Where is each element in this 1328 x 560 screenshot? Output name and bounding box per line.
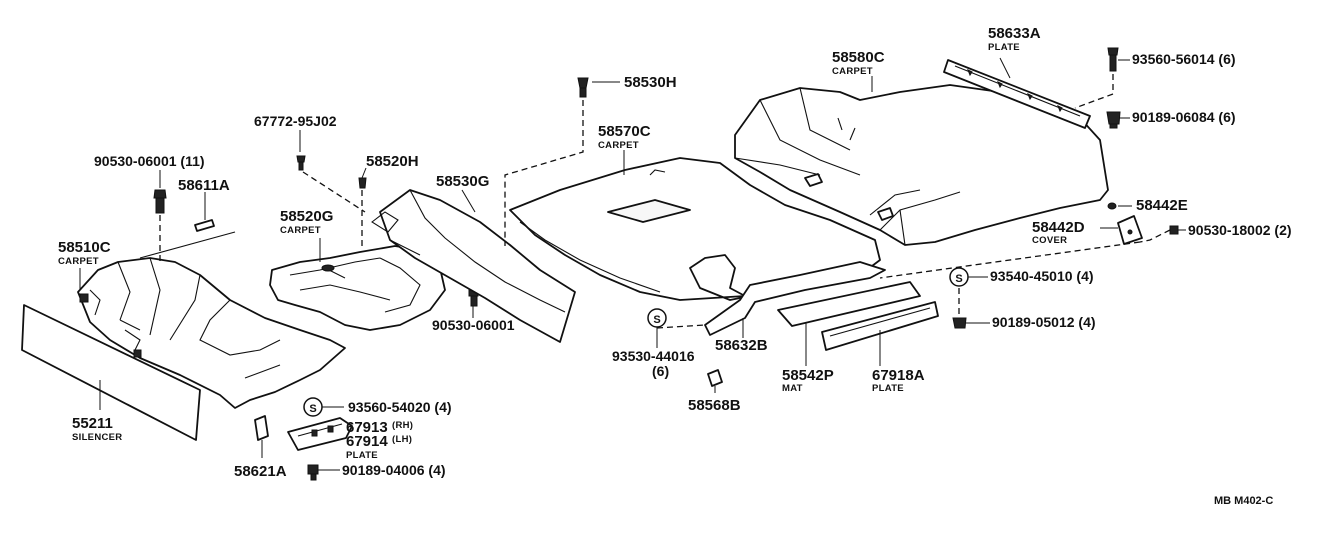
s-mark-93530-44016: S <box>647 308 667 348</box>
bar-58632B <box>656 261 886 338</box>
label-58530H: 58530H <box>624 74 677 91</box>
qty-93530-44016: (6) <box>652 363 669 379</box>
s-mark-93540-45010: S <box>949 267 969 316</box>
svg-text:S: S <box>955 273 962 285</box>
plate-67918A <box>821 301 939 366</box>
label-67918A: 67918A <box>872 367 925 384</box>
middle-carpet-58570C <box>509 157 881 301</box>
clip-90530-18002 <box>1169 225 1179 235</box>
sub-58580C: CARPET <box>832 66 873 77</box>
nut-90189-05012 <box>952 317 967 329</box>
sub-58520G: CARPET <box>280 225 321 236</box>
label-67914: 67914 <box>346 433 388 450</box>
label-58520H: 58520H <box>366 153 419 170</box>
bolt-90189-04006 <box>307 464 319 481</box>
label-58611A: 58611A <box>178 177 230 194</box>
tunnel-carpet-58530G <box>371 189 576 343</box>
label-93560-56014: 93560-56014 (6) <box>1132 51 1236 67</box>
label-58632B: 58632B <box>715 337 768 354</box>
label-58570C: 58570C <box>598 123 651 140</box>
leader-lines <box>79 57 1186 471</box>
label-90530-18002: 90530-18002 (2) <box>1188 222 1292 238</box>
rear-carpet-58580C <box>734 84 1109 246</box>
bolt-93560-56014 <box>1074 47 1119 109</box>
sub-67918A: PLATE <box>872 383 904 394</box>
sub-58510C: CARPET <box>58 256 99 267</box>
clip-90530-06001-11 <box>153 189 167 262</box>
clip-58442E <box>1107 202 1117 210</box>
cover-58442D <box>879 215 1171 279</box>
plate-58633A <box>943 59 1091 129</box>
label-58520G: 58520G <box>280 208 333 225</box>
label-90530-06001-11: 90530-06001 (11) <box>94 153 205 169</box>
label-58621A: 58621A <box>234 463 287 480</box>
side-67914: (LH) <box>392 434 412 445</box>
clip-58530H <box>504 77 589 246</box>
label-58510C: 58510C <box>58 239 111 256</box>
clip-58520H <box>358 177 367 250</box>
clip-58568B <box>707 369 723 387</box>
label-67772-95J02: 67772-95J02 <box>254 113 337 129</box>
sub-55211: SILENCER <box>72 432 122 443</box>
label-93560-54020: 93560-54020 (4) <box>348 399 452 415</box>
label-58542P: 58542P <box>782 367 834 384</box>
sub-58570C: CARPET <box>598 140 639 151</box>
label-58530G: 58530G <box>436 173 489 190</box>
label-58580C: 58580C <box>832 49 885 66</box>
diagram-code: MB M402-C <box>1214 495 1273 507</box>
silencer-55211 <box>21 304 201 441</box>
plate-67913-67914 <box>287 417 353 451</box>
label-58442E: 58442E <box>1136 197 1188 214</box>
label-58568B: 58568B <box>688 397 741 414</box>
label-58442D: 58442D <box>1032 219 1085 236</box>
label-67913: 67913 <box>346 419 388 436</box>
labels: 58633A PLATE 93560-56014 (6) 90189-06084… <box>58 25 1292 507</box>
s-mark-93560-54020: S <box>303 397 323 417</box>
label-90189-04006: 90189-04006 (4) <box>342 462 446 478</box>
clip-58611A <box>194 219 215 232</box>
sub-58542P: MAT <box>782 383 803 394</box>
sub-58633A: PLATE <box>988 42 1020 53</box>
label-55211: 55211 <box>72 415 113 432</box>
svg-text:S: S <box>653 314 660 326</box>
label-90189-05012: 90189-05012 (4) <box>992 314 1096 330</box>
label-58633A: 58633A <box>988 25 1041 42</box>
center-carpet-58520G <box>269 245 446 331</box>
label-93540-45010: 93540-45010 (4) <box>990 268 1094 284</box>
svg-text:S: S <box>309 403 316 415</box>
sub-67914: PLATE <box>346 450 378 461</box>
side-67913: (RH) <box>392 420 413 431</box>
clip-58621A <box>254 415 269 458</box>
mat-58542P <box>777 281 921 366</box>
sub-58442D: COVER <box>1032 235 1067 246</box>
label-90189-06084: 90189-06084 (6) <box>1132 109 1236 125</box>
nut-90189-06084 <box>1106 111 1121 129</box>
label-93530-44016: 93530-44016 <box>612 348 695 364</box>
label-90530-06001: 90530-06001 <box>432 317 515 333</box>
front-carpet-58510C <box>77 231 346 409</box>
bolt-67772-95J02 <box>296 155 366 213</box>
